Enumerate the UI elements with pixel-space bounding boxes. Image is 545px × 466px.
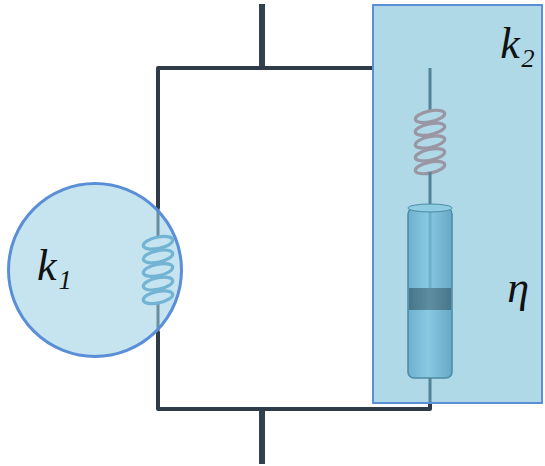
parameter-label: k₁ xyxy=(37,244,72,288)
circle-outline xyxy=(9,184,182,357)
parameter-label: η xyxy=(507,266,529,310)
frame-wire xyxy=(158,68,372,209)
branch-box: k₂ η xyxy=(372,4,543,404)
top-stem xyxy=(259,4,265,68)
spring-circle: k₁ xyxy=(7,182,183,358)
box-outline xyxy=(373,5,542,403)
parameter-label: k₂ xyxy=(500,22,535,66)
bottom-stem xyxy=(259,409,265,464)
node-outline xyxy=(7,182,183,358)
